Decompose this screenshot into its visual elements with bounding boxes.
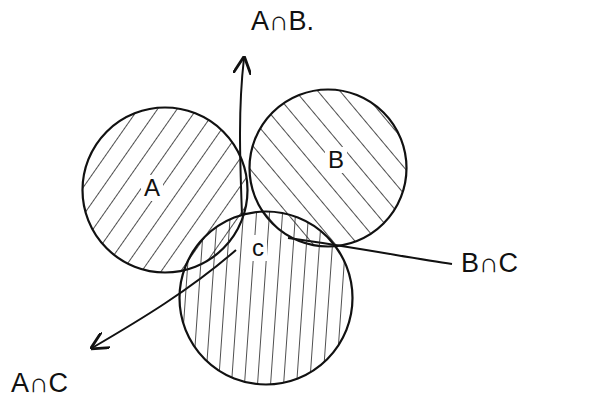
set-outline: [180, 212, 353, 385]
intersection-label: A∩B.: [248, 7, 317, 37]
set-circle: c: [178, 210, 354, 386]
set-letter: A: [141, 175, 163, 201]
intersection-label: A∩C: [8, 369, 71, 399]
set-letter: c: [249, 235, 267, 261]
intersection-label: B∩C: [458, 249, 521, 279]
set-letter: B: [325, 147, 347, 173]
